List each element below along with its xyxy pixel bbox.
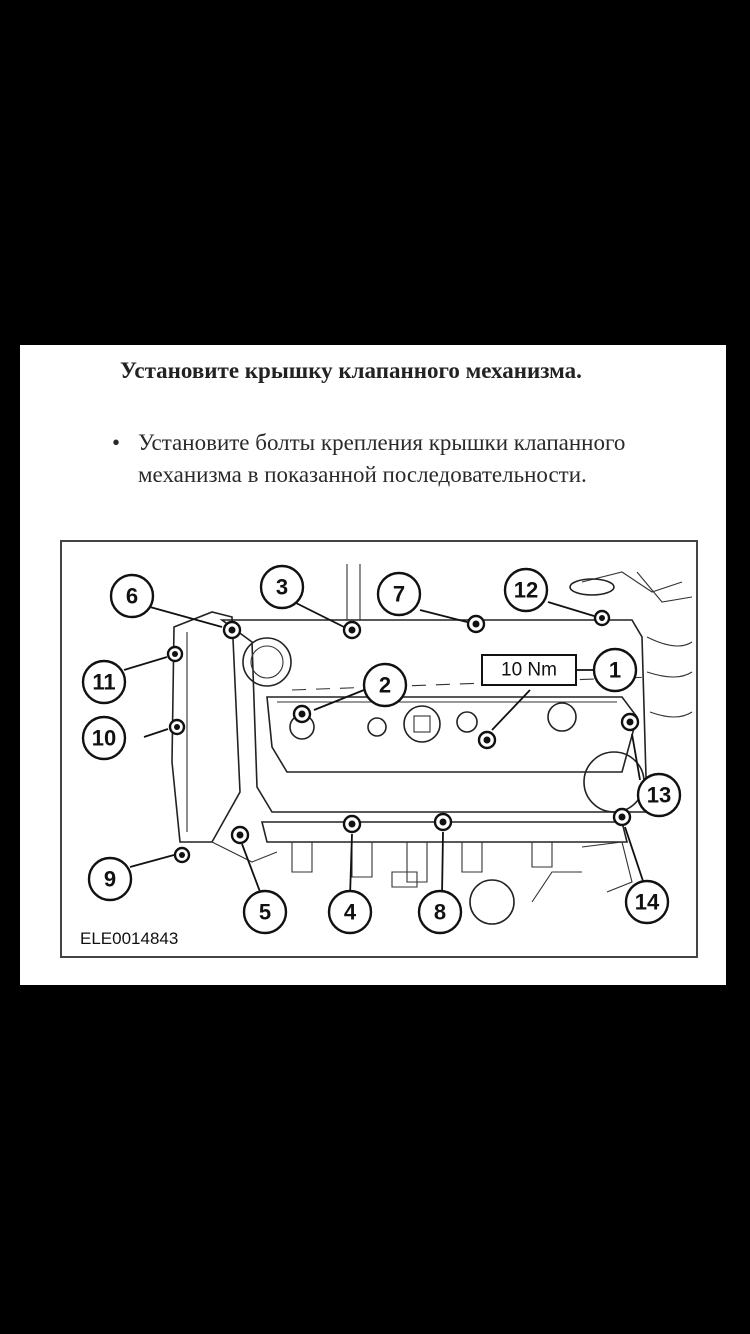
bolt-markers — [166, 609, 640, 864]
bolt-12 — [593, 609, 611, 627]
callout-number: 14 — [635, 890, 660, 915]
callout-number: 10 — [92, 726, 116, 751]
callout-1: 1 — [592, 647, 638, 693]
callout-10: 10 — [81, 715, 127, 761]
callout-2: 2 — [362, 662, 408, 708]
engine-drawing: 1 2 3 4 5 6 7 8 9 10 11 12 13 14 10 Nm — [80, 564, 693, 948]
bullet-marker: • — [112, 430, 121, 455]
bolt-4 — [342, 814, 362, 834]
bolt-1 — [477, 730, 497, 750]
callout-number: 13 — [647, 783, 671, 808]
torque-label: 10 Nm — [481, 654, 594, 686]
callout-number: 4 — [344, 900, 357, 925]
bolt-6 — [222, 620, 242, 640]
bolt-5 — [230, 825, 250, 845]
callout-number: 3 — [276, 575, 288, 600]
bullet-text: Установите болты крепления крышки клапан… — [138, 430, 626, 487]
bolt-7 — [466, 614, 486, 634]
bolt-14 — [612, 807, 632, 827]
leader-lines — [123, 601, 646, 898]
callout-11: 11 — [81, 659, 127, 705]
callout-8: 8 — [417, 889, 463, 935]
callout-4: 4 — [327, 889, 373, 935]
callout-number: 9 — [104, 867, 116, 892]
callout-12: 12 — [503, 567, 549, 613]
callouts: 1 2 3 4 5 6 7 8 9 10 11 12 13 14 — [81, 564, 682, 935]
callout-number: 5 — [259, 900, 271, 925]
callout-number: 6 — [126, 584, 138, 609]
manual-page: Установите крышку клапанного механизма. … — [20, 345, 726, 985]
callout-number: 10 Nm — [501, 660, 557, 681]
callout-3: 3 — [259, 564, 305, 610]
callout-9: 9 — [87, 856, 133, 902]
callout-number: 8 — [434, 900, 446, 925]
callout-number: 12 — [514, 578, 538, 603]
bolt-13 — [620, 712, 640, 732]
bolt-10 — [168, 718, 186, 736]
callout-14: 14 — [624, 879, 670, 925]
callout-number: 7 — [393, 582, 405, 607]
callout-5: 5 — [242, 889, 288, 935]
callout-7: 7 — [376, 571, 422, 617]
callout-number: 11 — [92, 670, 115, 695]
instruction-heading: Установите крышку клапанного механизма. — [120, 358, 582, 383]
bolt-8 — [433, 812, 453, 832]
bolt-3 — [342, 620, 362, 640]
callout-13: 13 — [636, 772, 682, 818]
callout-6: 6 — [109, 573, 155, 619]
callout-number: 1 — [609, 658, 621, 683]
bolt-11 — [166, 645, 184, 663]
bolt-2 — [292, 704, 312, 724]
bolt-9 — [173, 846, 191, 864]
callout-number: 2 — [379, 673, 391, 698]
figure-id: ELE0014843 — [80, 929, 178, 948]
engine-line-art — [171, 564, 693, 925]
valve-cover-diagram: 1 2 3 4 5 6 7 8 9 10 11 12 13 14 10 Nm — [60, 540, 698, 958]
